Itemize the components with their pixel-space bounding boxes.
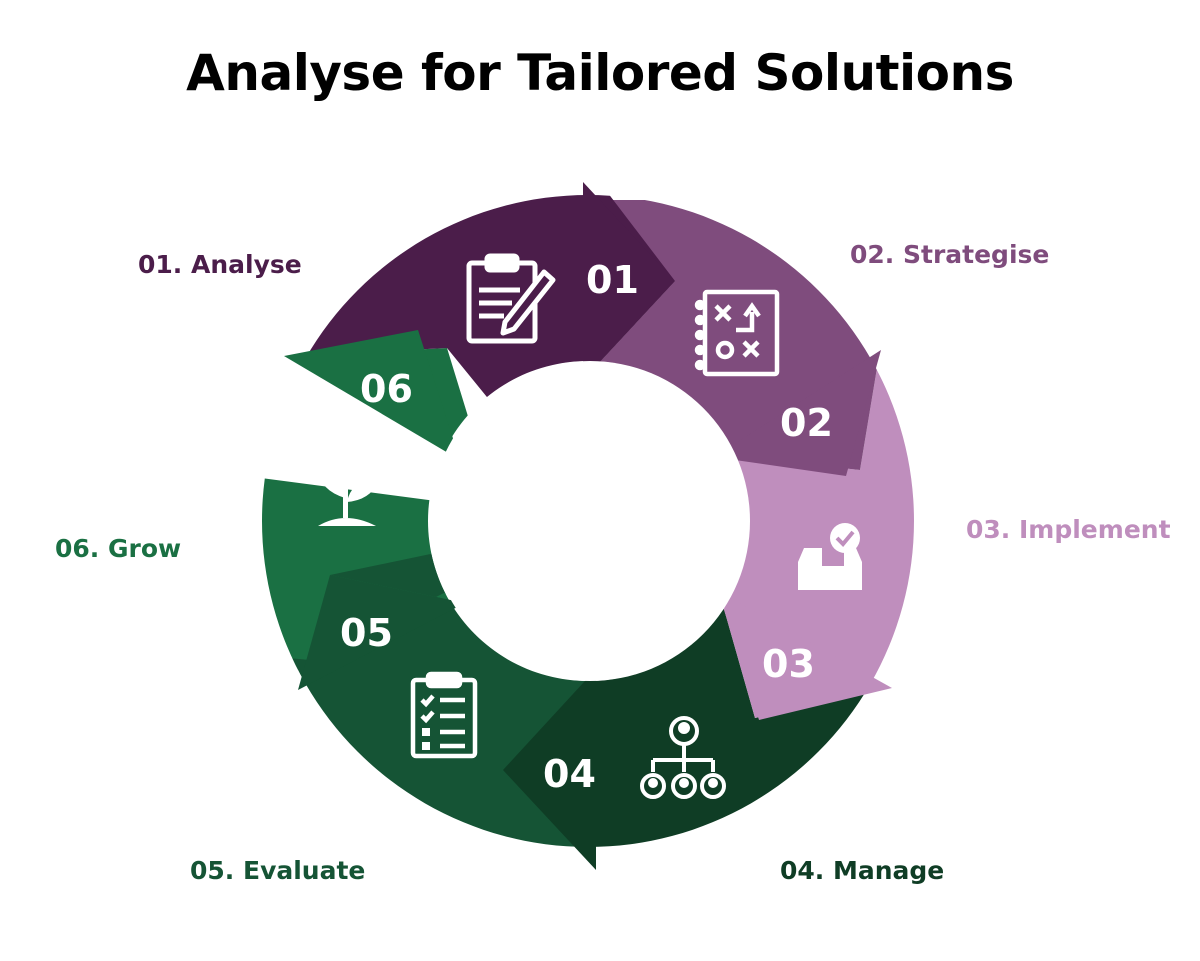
segment-implement — [588, 350, 914, 720]
stage-label-evaluate: 05. Evaluate — [190, 856, 366, 885]
sprout-icon — [318, 444, 378, 526]
arrowhead-grow — [284, 330, 460, 460]
stage-number-03: 03 — [762, 642, 815, 686]
arrowhead-manage — [503, 669, 596, 870]
stage-number-02: 02 — [780, 401, 833, 445]
stage-label-analyse: 01. Analyse — [138, 250, 302, 279]
arrowhead-analyse — [583, 182, 675, 380]
stage-number-01: 01 — [586, 258, 639, 302]
org-chart-icon — [640, 716, 726, 799]
clipboard-pencil-icon — [466, 253, 556, 344]
stage-number-04: 04 — [543, 752, 596, 796]
arrowhead-evaluate — [298, 575, 465, 690]
stage-label-manage: 04. Manage — [780, 856, 945, 885]
arrowhead-strategise — [714, 350, 881, 476]
checklist-icon — [410, 671, 478, 759]
strategy-board-icon — [694, 289, 780, 377]
inbox-check-icon — [798, 523, 862, 590]
stage-label-implement: 03. Implement — [966, 515, 1171, 544]
page-title: Analyse for Tailored Solutions — [186, 44, 1014, 102]
stage-number-06: 06 — [360, 367, 413, 411]
stage-label-strategise: 02. Strategise — [850, 240, 1050, 269]
center-hole — [430, 361, 750, 681]
stage-label-grow: 06. Grow — [55, 534, 182, 563]
stage-number-05: 05 — [340, 611, 393, 655]
arrowhead-implement — [718, 591, 892, 720]
